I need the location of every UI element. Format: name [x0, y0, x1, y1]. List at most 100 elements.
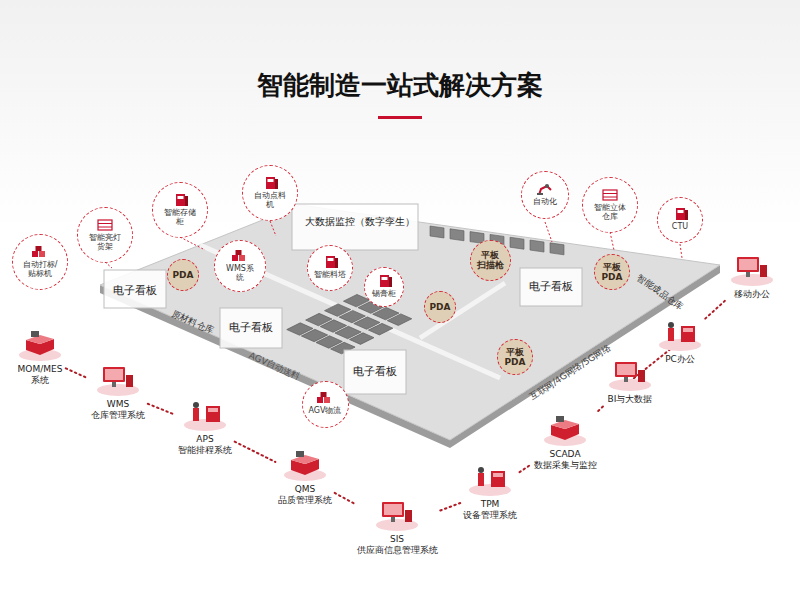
- box-icon: [317, 397, 323, 403]
- icon-tower: [638, 370, 645, 382]
- system-node: MOM/MES 系统: [17, 328, 63, 386]
- dashed-connector: [598, 405, 605, 411]
- equipment-label: AGV物流: [308, 406, 341, 415]
- equipment-label: 智能料塔: [314, 270, 346, 279]
- cabinet-window: [178, 196, 184, 199]
- system-icon: [95, 363, 141, 397]
- cabinet-side: [185, 196, 188, 206]
- equipment-label: 自动点料机: [251, 191, 289, 209]
- equipment-icon: [95, 219, 115, 231]
- icon-top: [551, 420, 579, 429]
- equipment-label: 智能存储柜: [161, 208, 199, 226]
- box-icon: [36, 246, 42, 251]
- equipment-circle: 自动打标/贴标机: [12, 234, 68, 290]
- leader-line: [545, 222, 552, 242]
- factory-floor: [100, 205, 720, 440]
- rack-shelf: [603, 193, 617, 194]
- machine: [450, 229, 464, 241]
- cabinet-window: [678, 210, 684, 213]
- equipment-circle: 锡膏柜: [364, 267, 404, 307]
- icon-screen-face: [617, 364, 635, 375]
- machine: [350, 333, 374, 345]
- system-icon: [542, 413, 588, 447]
- equipment-icon: [170, 194, 190, 206]
- icon-part: [556, 416, 564, 422]
- circle-content: 平板 PDA: [601, 262, 622, 283]
- system-node: SIS 供应商信息管理系统: [357, 498, 438, 556]
- system-node: TPM 设备管理系统: [463, 463, 517, 521]
- system-icon: [182, 398, 228, 432]
- system-label: SIS 供应商信息管理系统: [357, 534, 438, 556]
- system-label: TPM 设备管理系统: [463, 499, 517, 521]
- system-label: APS 智能排程系统: [178, 434, 232, 456]
- rack-shelf: [98, 226, 112, 227]
- icon-person-head: [193, 402, 199, 408]
- box-icon: [232, 255, 238, 261]
- icon-stand: [746, 272, 750, 277]
- device-circle: 平板 PDA: [594, 254, 630, 290]
- robot-joint: [545, 184, 549, 188]
- system-label: 移动办公: [734, 289, 770, 300]
- icon-top: [26, 335, 54, 344]
- display-board: [520, 268, 582, 306]
- icon-screen-face: [384, 504, 402, 515]
- dashed-connector: [148, 404, 175, 415]
- machine: [510, 237, 524, 249]
- icon-top: [291, 455, 319, 464]
- box-icon: [239, 255, 245, 261]
- icon-person-head: [668, 322, 674, 328]
- rack-frame: [603, 190, 617, 200]
- title-underline: [378, 116, 422, 119]
- icon-person-body: [478, 473, 484, 486]
- equipment-label: CTU: [672, 222, 688, 231]
- system-label: QMS 品质管理系统: [278, 484, 332, 506]
- system-icon: [607, 358, 653, 392]
- cabinet-body: [380, 275, 389, 287]
- cabinet-side: [389, 277, 392, 287]
- equipment-icon: [320, 256, 340, 268]
- device-circle: 平板 扫描枪: [470, 240, 511, 281]
- cabinet-window: [382, 277, 388, 280]
- leader-line: [680, 244, 682, 258]
- device-label: 平板 扫描枪: [477, 250, 504, 271]
- leader-line: [610, 232, 614, 250]
- floor-label: 电子看板: [113, 284, 157, 297]
- icon-tower: [405, 510, 412, 522]
- device-circle: 平板 PDA: [497, 339, 533, 375]
- equipment-icon: [535, 183, 555, 195]
- system-node: 移动办公: [729, 253, 775, 300]
- icon-part: [296, 451, 304, 457]
- icon-person-body: [668, 328, 674, 341]
- cabinet-side: [335, 258, 338, 268]
- rack-frame: [98, 220, 112, 230]
- equipment-circle: CTU: [657, 197, 703, 243]
- dashed-connector: [440, 503, 460, 510]
- icon-screen-face: [739, 259, 757, 270]
- cabinet-body: [266, 177, 275, 189]
- dashed-connector: [519, 464, 531, 472]
- equipment-circle: WMS系统: [214, 240, 266, 292]
- equipment-icon: [260, 177, 280, 189]
- dashed-connector: [66, 368, 89, 378]
- floor-label: 电子看板: [353, 365, 397, 378]
- system-icon: [282, 448, 328, 482]
- system-node: PC办公: [657, 318, 703, 365]
- machine: [530, 240, 544, 252]
- system-icon: [729, 253, 775, 287]
- leader-line: [270, 221, 276, 236]
- floor-label: 电子看板: [229, 321, 273, 334]
- icon-tower: [126, 375, 133, 387]
- system-node: WMS 仓库管理系统: [91, 363, 145, 421]
- equipment-label: WMS系统: [224, 264, 256, 282]
- system-icon: [467, 463, 513, 497]
- device-label: 平板 PDA: [504, 347, 525, 368]
- circle-content: 智能存储柜: [161, 194, 199, 226]
- circle-content: 智能立体仓库: [591, 189, 629, 221]
- system-label: PC办公: [665, 354, 695, 365]
- circle-content: 智能料塔: [314, 256, 346, 279]
- system-label: WMS 仓库管理系统: [91, 399, 145, 421]
- equipment-circle: 自动化: [521, 171, 569, 219]
- icon-screen: [382, 502, 404, 517]
- system-node: BI与大数据: [607, 358, 653, 405]
- device-label: 平板 PDA: [601, 262, 622, 283]
